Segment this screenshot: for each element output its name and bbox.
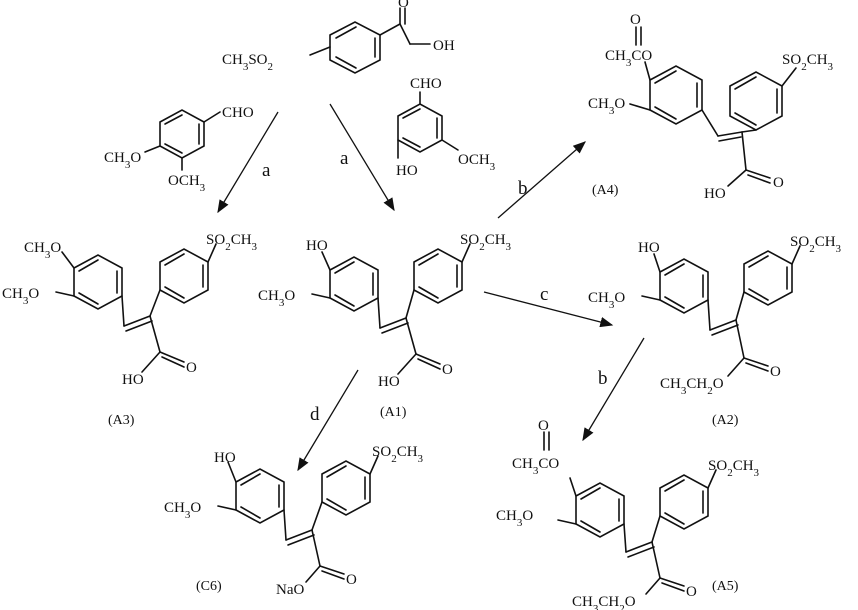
a3-ch3o-top: CH3O <box>24 240 61 261</box>
compound-c6: HO CH3O SO2CH3 O NaO (C6) <box>164 444 424 598</box>
vanillin-cho-label: CHO <box>410 76 442 92</box>
a2-caption: (A2) <box>712 413 739 428</box>
starting-material: O CH3SO2 OH <box>222 0 455 74</box>
arrow-a-right <box>329 103 395 212</box>
a3-caption: (A3) <box>108 413 135 428</box>
a1-o-label: O <box>442 362 453 378</box>
a3-so2ch3-label: SO2CH3 <box>206 232 258 253</box>
a5-carbonyl-o: O <box>538 418 549 434</box>
a3-ch3o-bottom: CH3O <box>2 286 39 307</box>
c6-o-label: O <box>346 572 357 588</box>
acid-oh-label: OH <box>433 38 455 54</box>
a2-ho-label: HO <box>638 240 660 256</box>
compound-a4: O CH3CO CH3O SO2CH3 O HO (A4) <box>588 12 834 202</box>
c6-caption: (C6) <box>196 579 222 594</box>
a3-o-label: O <box>186 360 197 376</box>
c6-ho-label: HO <box>214 450 236 466</box>
a4-carbonyl-o: O <box>630 12 641 28</box>
a1-ch3o-label: CH3O <box>258 288 295 309</box>
arrow-c <box>483 291 614 328</box>
a5-acco-label: CH3CO <box>512 456 559 477</box>
veratraldehyde: CHO CH3O OCH3 <box>104 105 254 194</box>
arrow-a-left <box>217 111 279 214</box>
a2-so2ch3-label: SO2CH3 <box>790 234 842 255</box>
acid-carbonyl-o-label: O <box>398 0 409 11</box>
ch3so2-label: CH3SO2 <box>222 52 273 73</box>
arrow-d <box>297 369 359 472</box>
a4-ch3o-label: CH3O <box>588 96 625 117</box>
a5-ethyl-label: CH3CH2O <box>572 594 636 610</box>
arrow-b-bottom <box>582 337 645 442</box>
vanillin-ho-label: HO <box>396 163 418 179</box>
compound-a3: CH3O CH3O SO2CH3 O HO (A3) <box>2 232 258 428</box>
a5-so2ch3-label: SO2CH3 <box>708 458 760 479</box>
compound-a5: O CH3CO CH3O SO2CH3 O CH3CH2O (A5) <box>496 418 760 610</box>
c6-nao-label: NaO <box>276 582 304 598</box>
condition-b-bottom: b <box>598 368 608 389</box>
a4-ho-label: HO <box>704 186 726 202</box>
c6-ch3o-label: CH3O <box>164 500 201 521</box>
condition-a-left: a <box>262 160 271 181</box>
a5-caption: (A5) <box>712 579 739 594</box>
a5-ch3o-label: CH3O <box>496 508 533 529</box>
c6-so2ch3-label: SO2CH3 <box>372 444 424 465</box>
a4-o-label: O <box>773 175 784 191</box>
vanillin: CHO OCH3 HO <box>396 76 496 179</box>
a1-so2ch3-label: SO2CH3 <box>460 232 512 253</box>
a4-so2ch3-label: SO2CH3 <box>782 52 834 73</box>
vanillin-och3-label: OCH3 <box>458 152 496 173</box>
a5-o-label: O <box>686 584 697 600</box>
condition-d: d <box>310 404 320 425</box>
a1-ho-label: HO <box>306 238 328 254</box>
arrow-b-top <box>497 141 586 219</box>
condition-a-right: a <box>340 148 349 169</box>
a1-ho-acid-label: HO <box>378 374 400 390</box>
a1-caption: (A1) <box>380 405 407 420</box>
condition-b-top: b <box>518 178 528 199</box>
ch3o-label: CH3O <box>104 150 141 171</box>
cho-label: CHO <box>222 105 254 121</box>
compound-a2: HO CH3O SO2CH3 O CH3CH2O (A2) <box>588 234 842 428</box>
a4-caption: (A4) <box>592 183 619 198</box>
a3-ho-label: HO <box>122 372 144 388</box>
a2-o-label: O <box>770 364 781 380</box>
a4-acco-label: CH3CO <box>605 48 652 69</box>
condition-c: c <box>540 284 548 305</box>
compound-a1: HO CH3O SO2CH3 O HO (A1) <box>258 232 512 420</box>
a2-ch3o-label: CH3O <box>588 290 625 311</box>
a2-ethyl-label: CH3CH2O <box>660 376 724 397</box>
och3-label: OCH3 <box>168 173 206 194</box>
